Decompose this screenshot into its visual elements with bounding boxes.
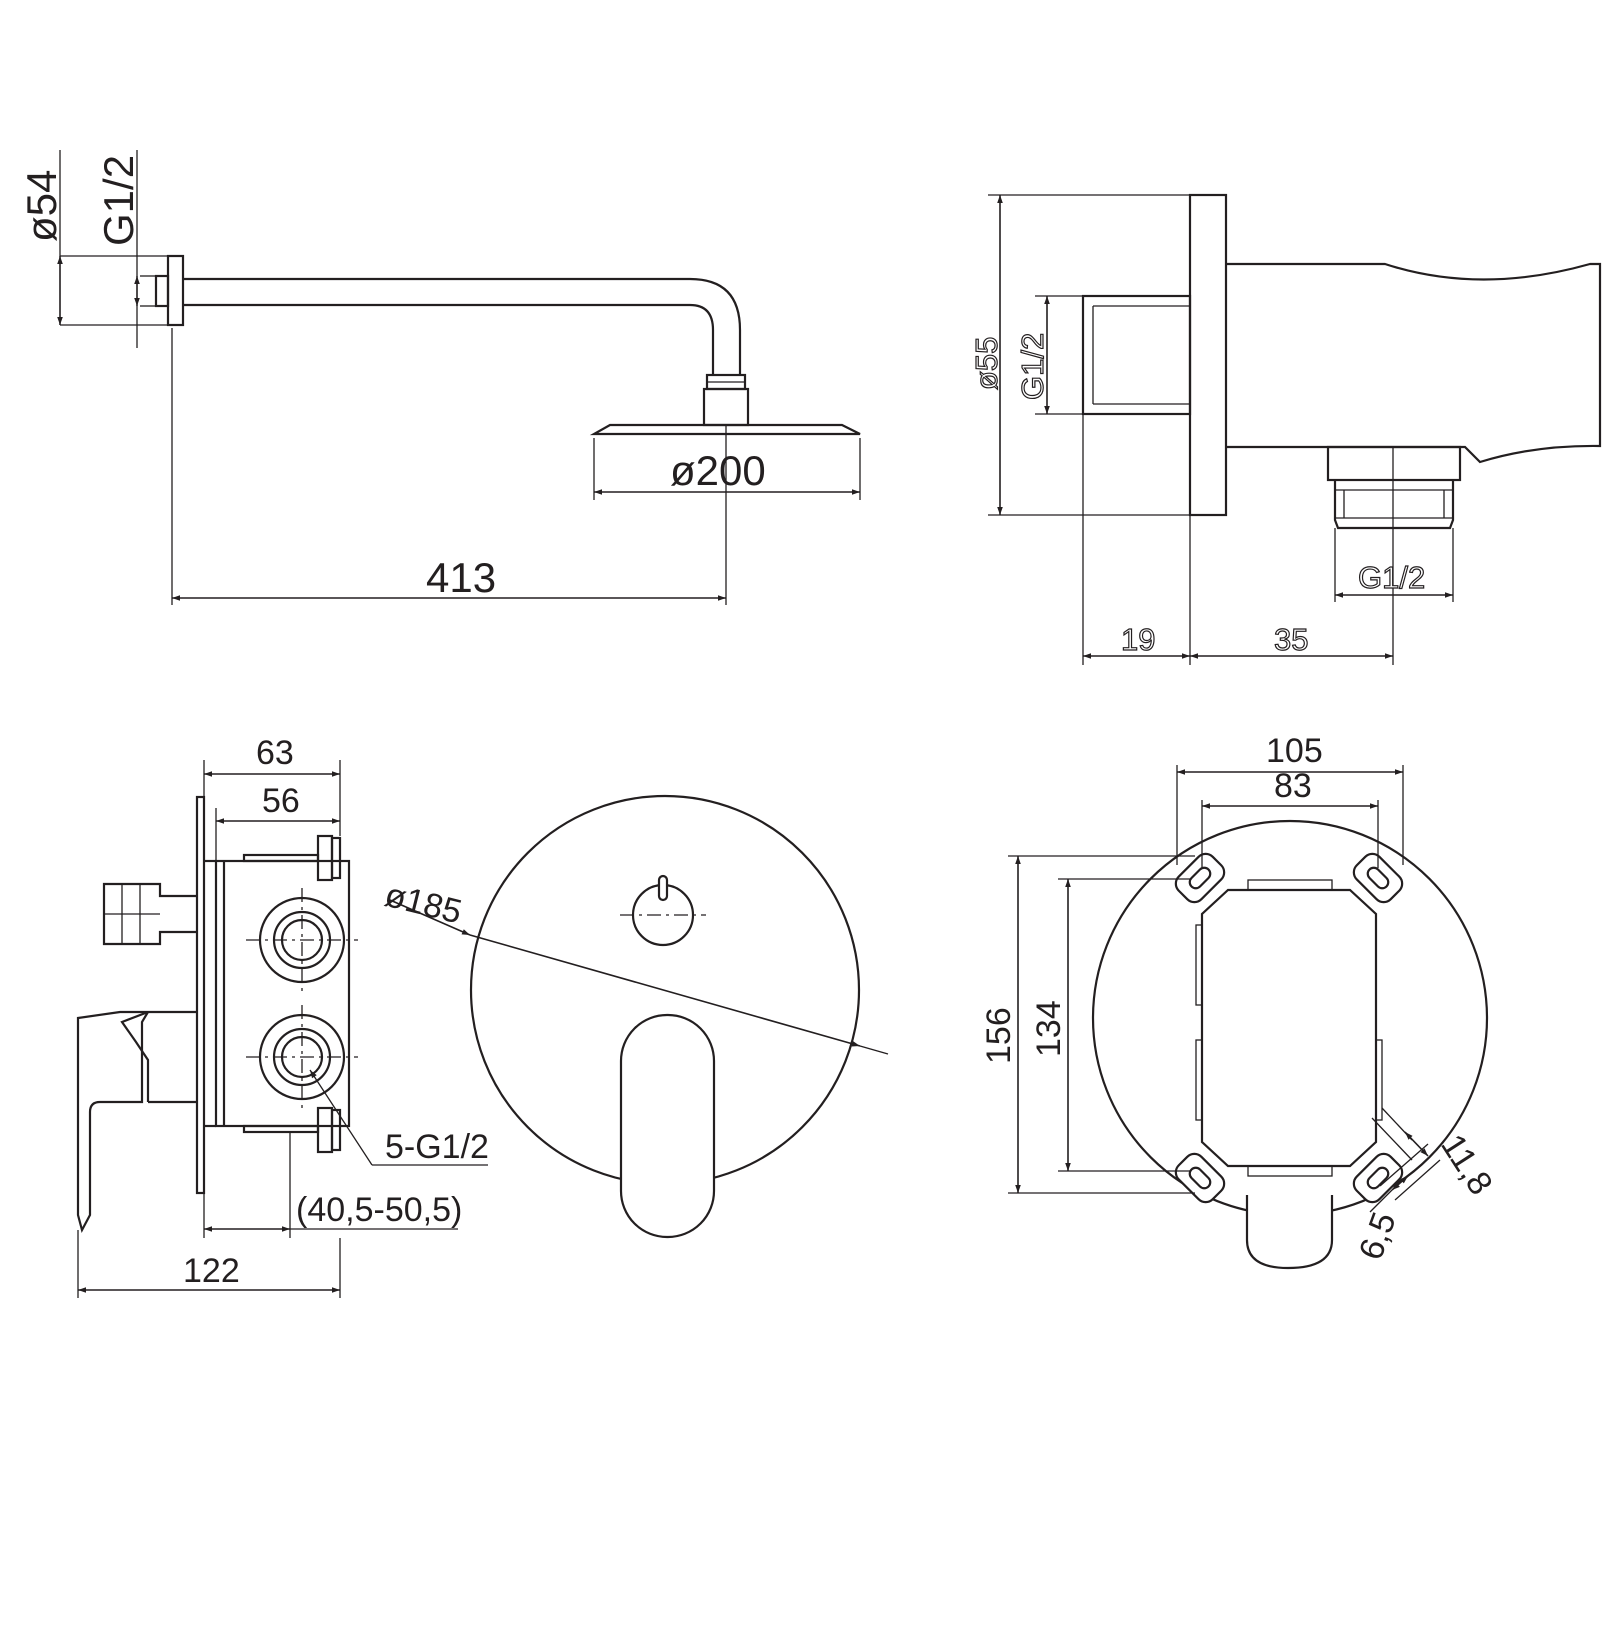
mounting-frame: [1200, 888, 1378, 1168]
mounting-lug: [1174, 852, 1226, 904]
dim-leader: [859, 1045, 889, 1055]
mounting-box-view: 105 83 156 134 11,8 6,5: [980, 732, 1500, 1270]
mixer-cover-plate-edge: [195, 795, 206, 1195]
mixer-lever-body: [120, 1010, 150, 1102]
outlet-wall-plate: [1188, 193, 1228, 517]
ext-line: [1394, 1159, 1441, 1201]
dim-label-mixer-122: 122: [183, 1252, 240, 1290]
mixer-top-plug-cap: [316, 834, 334, 882]
dim-label-outlet-diameter: ø55: [969, 337, 1004, 390]
mixer-diverter-indicator: [657, 874, 669, 902]
dim-label-slot-length: 11,8: [1433, 1128, 1500, 1202]
mixer-side-view: 63 56 5-G1/2 (40,5-50,5) 122: [76, 734, 489, 1298]
arm-wall-flange: [166, 254, 185, 327]
shower-arm-view: ø200 413 ø54 G1/2: [18, 150, 861, 605]
dim-label-outlet-outlet-thread: G1/2: [1358, 560, 1425, 595]
mounting-tab: [1195, 924, 1203, 1006]
mounting-handle-stub: [1245, 1195, 1334, 1270]
dim-leader: [309, 1069, 373, 1166]
shower-arm-pipe: [183, 277, 742, 375]
mounting-lug: [1352, 852, 1404, 904]
dim-label-mixer-63: 63: [256, 734, 294, 772]
dim-label-outlet-depth-35: 35: [1274, 622, 1308, 657]
mounting-lug: [1352, 1152, 1404, 1204]
mixer-bottom-plug-nut: [330, 1108, 342, 1152]
mounting-tab: [1247, 1165, 1333, 1177]
mounting-tab: [1375, 1039, 1383, 1121]
mounting-tab: [1195, 1039, 1203, 1121]
dim-label-box-83: 83: [1274, 767, 1312, 805]
shower-head: [589, 423, 861, 436]
outlet-hose-connector: [1326, 445, 1462, 482]
dim-label-flange-diameter: ø54: [18, 170, 65, 242]
dim-label-arm-thread: G1/2: [95, 155, 142, 246]
dim-label-box-156: 156: [980, 1007, 1018, 1064]
dim-line: [389, 899, 471, 936]
outlet-hose-thread: [1333, 480, 1455, 530]
dim-line: [1404, 1131, 1429, 1157]
mixer-bottom-plug: [242, 1124, 320, 1134]
arm-flange-insert: [154, 274, 170, 308]
dim-label-mixer-range: (40,5-50,5): [296, 1191, 462, 1229]
dim-label-mixer-56: 56: [262, 782, 300, 820]
outlet-body: [1226, 262, 1602, 464]
arm-ball-joint: [702, 387, 750, 427]
mixer-lever-handle: [76, 1010, 197, 1233]
dim-label-arm-length: 413: [426, 554, 496, 601]
ext-line: [1371, 1117, 1413, 1161]
mixer-lever-handle-front: [619, 1013, 716, 1239]
mixer-bottom-plug-cap: [316, 1106, 334, 1154]
mixer-top-plug-nut: [330, 836, 342, 880]
dim-label-plate-diameter: ø185: [381, 876, 465, 932]
dim-line: [1391, 1175, 1409, 1191]
dim-label-outlet-depth-19: 19: [1121, 622, 1155, 657]
dim-label-mixer-ports: 5-G1/2: [385, 1128, 489, 1166]
dim-label-box-105: 105: [1266, 732, 1323, 770]
mixer-top-plug: [242, 853, 320, 863]
dim-label-head-diameter: ø200: [670, 447, 766, 494]
dim-label-slot-width: 6,5: [1352, 1207, 1404, 1264]
dim-line: [469, 934, 861, 1047]
dim-label-box-134: 134: [1030, 1000, 1068, 1057]
dim-leader: [1369, 1189, 1393, 1213]
mounting-tab: [1247, 879, 1333, 891]
mounting-lug: [1174, 1152, 1226, 1204]
mixer-box: [214, 859, 351, 1128]
mixer-front-view: ø185: [381, 794, 889, 1239]
dim-label-outlet-inlet-thread: G1/2: [1015, 333, 1050, 400]
wall-outlet-view: ø55 G1/2 G1/2 19 35: [968, 193, 1602, 665]
outlet-inlet-nipple: [1081, 294, 1192, 416]
